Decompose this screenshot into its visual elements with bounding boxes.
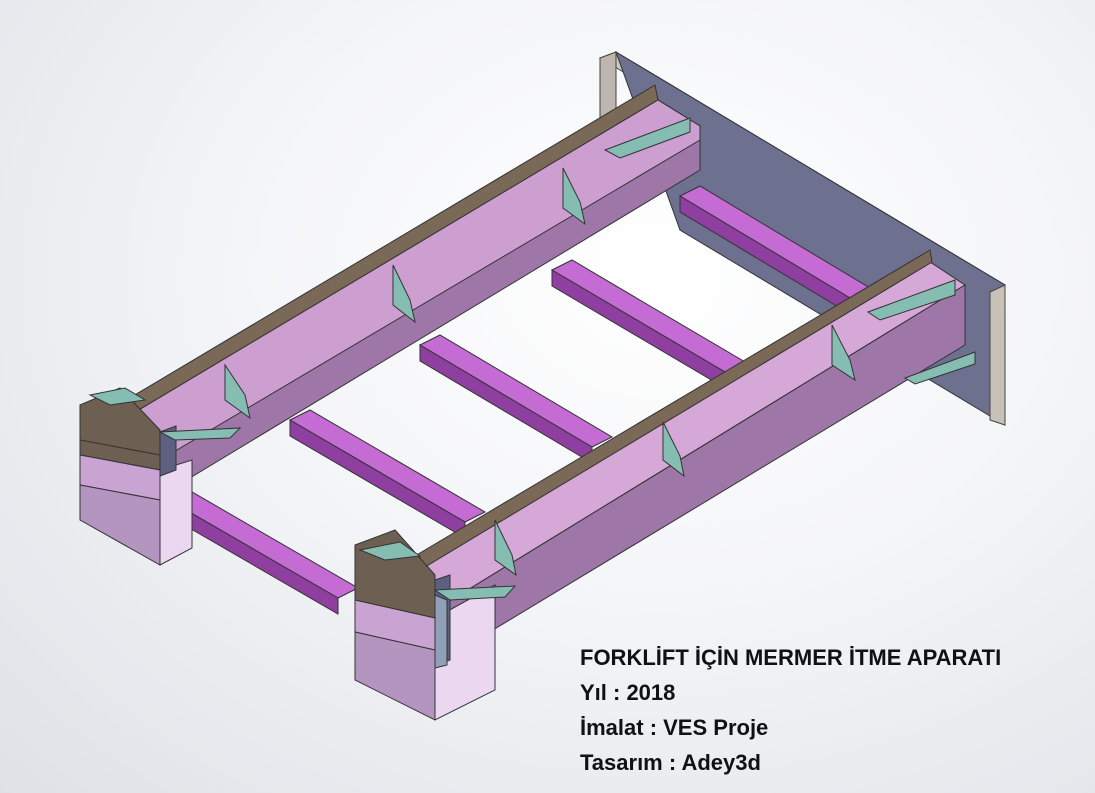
gusset — [358, 541, 422, 561]
crossbar-4 — [288, 409, 487, 539]
gusset — [88, 387, 147, 406]
gusset — [831, 324, 856, 382]
gusset — [158, 427, 242, 441]
crossbar-2 — [550, 259, 747, 389]
gusset — [434, 594, 448, 669]
gusset — [603, 117, 691, 159]
gusset — [562, 167, 586, 226]
gusset — [662, 421, 685, 478]
caption-title: FORKLİFT İÇİN MERMER İTME APARATI — [580, 645, 1002, 670]
caption-year: Yıl : 2018 — [580, 680, 676, 705]
caption-designer: Tasarım : Adey3d — [580, 750, 761, 775]
gusset — [866, 279, 956, 321]
gussets — [88, 117, 976, 669]
caption-manufacturer: İmalat : VES Proje — [580, 715, 769, 740]
gusset — [433, 585, 517, 601]
gusset — [224, 363, 251, 420]
crossbar-3 — [418, 334, 614, 464]
gusset — [494, 519, 517, 577]
right-beam — [387, 249, 966, 666]
left-beam — [117, 84, 701, 497]
drawing-caption: FORKLİFT İÇİN MERMER İTME APARATI Yıl : … — [580, 640, 1001, 780]
gusset — [903, 351, 976, 385]
gusset — [392, 264, 416, 324]
crossbars — [158, 185, 872, 615]
left-front-block — [79, 387, 193, 566]
